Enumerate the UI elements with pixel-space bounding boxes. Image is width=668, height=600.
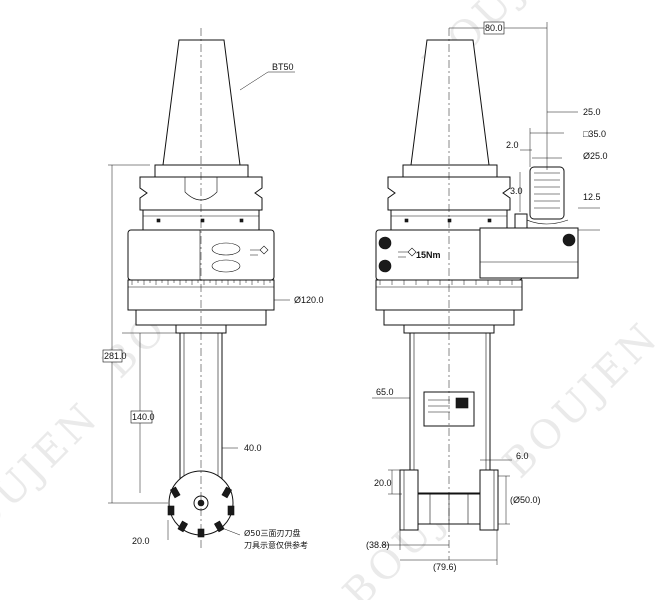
stop-block-width-label: 25.0	[583, 107, 601, 117]
shaft-length-label: 140.0	[132, 412, 155, 422]
right-view: 15Nm 80.0	[366, 21, 608, 572]
bt50-label: BT50	[272, 62, 294, 72]
taper-flange	[154, 164, 249, 178]
total-reach-label: (79.6)	[433, 562, 457, 572]
screw-2	[378, 259, 392, 273]
pin-height-label: 12.5	[583, 192, 601, 202]
pin-diameter-label: Ø25.0	[583, 151, 608, 161]
left-reach-label: (38.8)	[366, 540, 390, 550]
stop-block-offset-label: 80.0	[485, 23, 503, 33]
bt50-taper	[162, 39, 241, 166]
coolant-port-1	[211, 242, 241, 256]
left-view: BT50 281.0 140.0 40.0 Ø120.0 20.0 Ø50三面刃…	[102, 28, 324, 550]
wrench-icon-right	[398, 247, 417, 258]
coolant-port-2	[211, 259, 241, 273]
screw-1	[378, 236, 392, 250]
scale-ticks	[131, 280, 271, 285]
cutter-note-1: Ø50三面刃刀盘	[244, 528, 300, 538]
cutter-height-label: 20.0	[374, 478, 392, 488]
cutter-diameter-label: (Ø50.0)	[510, 495, 541, 505]
square-size-label: □35.0	[583, 129, 606, 139]
pin-offset-label: 2.0	[506, 140, 519, 150]
wrench-icon	[250, 245, 269, 256]
torque-label: 15Nm	[416, 250, 441, 260]
stop-block	[514, 166, 569, 233]
shaft-offset-label: 65.0	[376, 387, 394, 397]
cutter-width-label: 6.0	[516, 451, 529, 461]
watermark-4: BOUJEN	[0, 393, 108, 567]
scale-ticks-right	[379, 280, 513, 285]
shaft-diameter-label: 40.0	[244, 443, 262, 453]
cutter-note-2: 刀具示意仅供参考	[244, 540, 308, 550]
overall-length-label: 281.0	[104, 351, 127, 361]
screw-3	[562, 233, 576, 247]
pin-gap-label: 3.0	[510, 186, 523, 196]
cutter-offset-label: 20.0	[132, 536, 150, 546]
ring-marks-right	[404, 218, 492, 223]
head-arm	[479, 227, 579, 279]
head-diameter-label: Ø120.0	[294, 295, 324, 305]
